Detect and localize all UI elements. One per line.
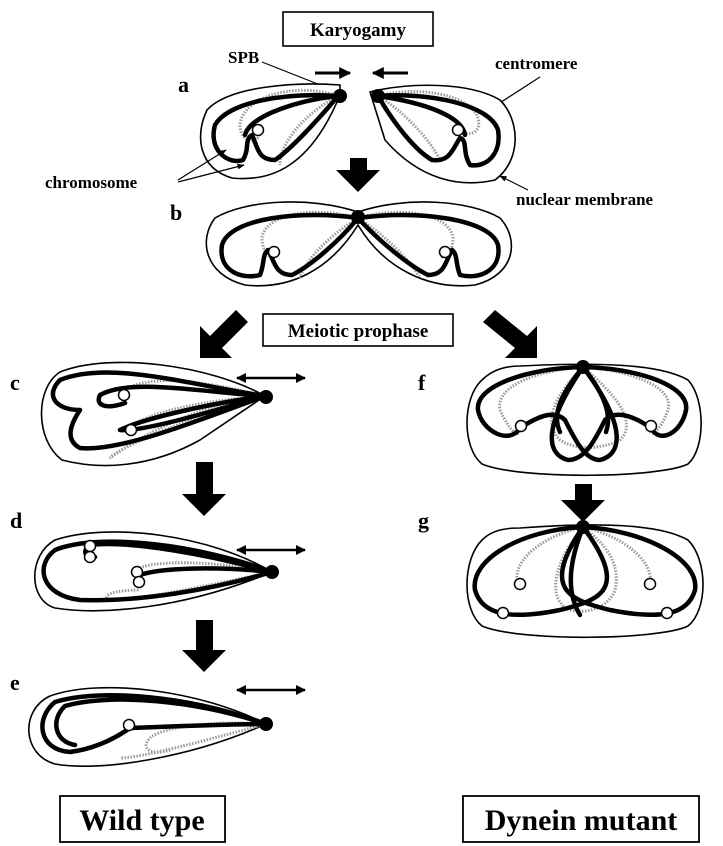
meiotic-prophase-title: Meiotic prophase [288, 321, 429, 342]
karyogamy-title-box: Karyogamy [282, 11, 434, 47]
nucleus-d [34, 531, 279, 612]
chromosome-pointer-1 [177, 149, 227, 181]
dynein-mutant-title: Dynein mutant [485, 804, 678, 837]
chromosome-pointer-2 [177, 163, 245, 183]
nucleus-e [28, 686, 273, 767]
nucleus-b [205, 201, 513, 287]
nucleus-g [466, 520, 704, 639]
arrow-c-to-d [182, 462, 226, 516]
nucleus-a-left [199, 83, 347, 180]
panel-label-a: a [178, 72, 189, 97]
panel-label-f: f [418, 370, 426, 395]
panel-label-g: g [418, 508, 429, 533]
meiotic-prophase-box: Meiotic prophase [262, 313, 454, 347]
centromere-label: centromere [495, 54, 578, 73]
nuclear-membrane-label: nuclear membrane [516, 190, 654, 209]
arrow-a-to-b [336, 158, 380, 192]
arrow-d-to-e [182, 620, 226, 672]
arrow-f-to-g [561, 484, 605, 522]
arrow-b-to-f [483, 310, 537, 358]
panel-label-e: e [10, 670, 20, 695]
wild-type-title: Wild type [79, 804, 204, 837]
nucleus-f [466, 360, 702, 477]
panel-label-d: d [10, 508, 22, 533]
arrow-b-to-c [200, 310, 248, 358]
panel-label-b: b [170, 200, 182, 225]
chromosome-label: chromosome [45, 173, 138, 192]
nucleus-c [40, 361, 273, 467]
spb-label: SPB [228, 48, 259, 67]
panel-label-c: c [10, 370, 20, 395]
karyogamy-title: Karyogamy [310, 20, 407, 41]
nucleus-a-right [368, 84, 516, 184]
dynein-mutant-box: Dynein mutant [462, 795, 700, 843]
wild-type-box: Wild type [59, 795, 226, 843]
membrane-pointer [499, 175, 529, 191]
